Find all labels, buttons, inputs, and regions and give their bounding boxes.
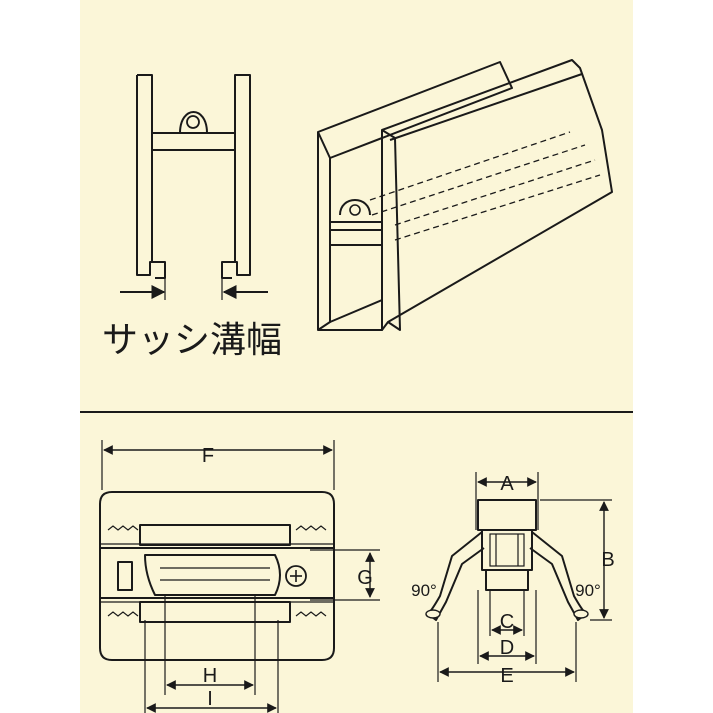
- dim-label-i: I: [207, 688, 213, 710]
- sash-groove-width-caption: サッシ溝幅: [102, 320, 282, 361]
- dim-label-f: F: [202, 445, 214, 467]
- dim-label-a: A: [500, 473, 514, 495]
- dim-label-h: H: [203, 665, 217, 687]
- rail-3d-view: [317, 59, 613, 331]
- dim-label-g: G: [357, 567, 373, 589]
- dim-label-e: E: [500, 665, 513, 687]
- sash-profile-section: [120, 74, 268, 300]
- plus-circle-icon: [285, 565, 307, 587]
- dim-label-d: D: [500, 637, 514, 659]
- roller-side-view: [425, 472, 612, 682]
- roller-top-view: [99, 440, 380, 713]
- angle-label-right: 90°: [575, 581, 601, 600]
- dim-label-c: C: [500, 611, 514, 633]
- angle-label-left: 90°: [411, 581, 437, 600]
- dim-label-b: B: [601, 549, 614, 571]
